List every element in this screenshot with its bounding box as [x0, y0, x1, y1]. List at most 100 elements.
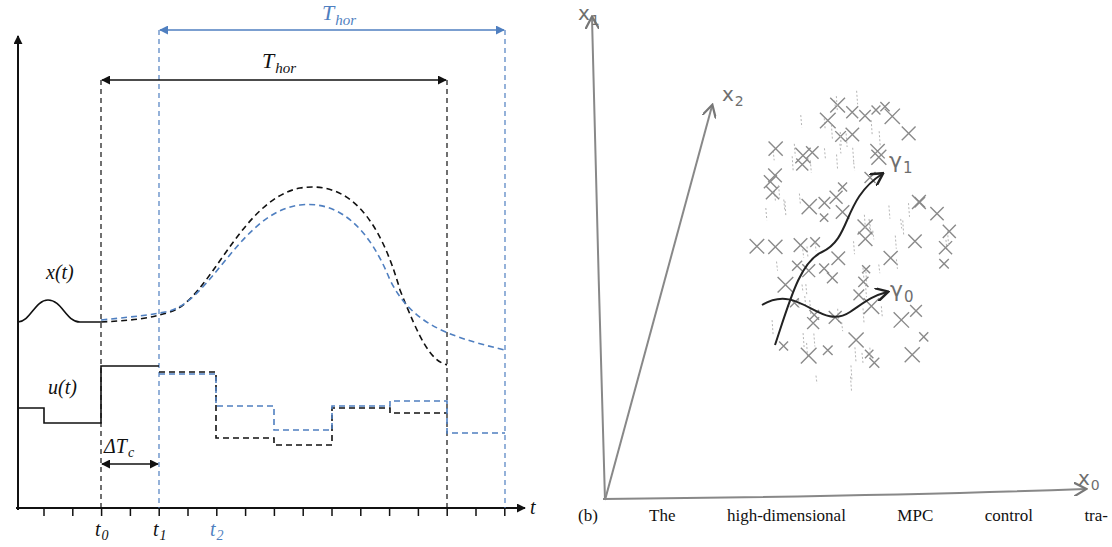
- sample-mark: [803, 333, 804, 347]
- sample-mark: [896, 259, 897, 269]
- sample-mark: [869, 219, 870, 233]
- sample-mark: [859, 110, 870, 121]
- sample-mark: [806, 146, 818, 158]
- sample-mark: [792, 261, 802, 271]
- sample-mark: [766, 186, 779, 199]
- axis-tick: [130, 508, 132, 516]
- sample-mark: [816, 376, 817, 384]
- sample-mark: [930, 207, 943, 220]
- trajectory-subscript: 1: [903, 161, 913, 176]
- sample-mark: [794, 144, 795, 156]
- sample-mark: [865, 350, 873, 358]
- sample-mark: [778, 277, 794, 293]
- axis-tick: [187, 508, 189, 516]
- sample-mark: [824, 148, 825, 159]
- sample-mark: [853, 290, 864, 301]
- sample-mark: [794, 238, 808, 252]
- sample-mark: [802, 285, 803, 293]
- axis-tick: [504, 508, 506, 516]
- sample-mark: [862, 353, 863, 363]
- time-subscript: 0: [102, 529, 109, 543]
- sample-mark: [836, 205, 849, 218]
- sample-mark: [885, 109, 900, 124]
- x2-axis: [605, 106, 712, 500]
- trajectory-label: γ: [890, 279, 903, 301]
- sample-mark: [870, 348, 871, 360]
- input-past: [18, 366, 159, 423]
- state-past: [18, 300, 101, 322]
- sample-mark: [901, 219, 902, 229]
- horizon-start-line: [100, 80, 101, 508]
- sample-mark: [943, 225, 956, 238]
- sample-mark: [766, 208, 767, 220]
- time-axis: [16, 507, 525, 509]
- sample-mark: [768, 240, 782, 254]
- sample-mark: [779, 185, 780, 198]
- shifted-horizon-end-line: [504, 30, 505, 508]
- sample-mark: [865, 172, 876, 183]
- sample-mark: [768, 169, 782, 183]
- sample-mark: [840, 132, 841, 146]
- axis-tick: [475, 508, 477, 516]
- axis-tick: [101, 508, 103, 516]
- sample-mark: [902, 126, 916, 140]
- sample-mark: [799, 194, 800, 205]
- sample-time-symbol: ΔT: [104, 436, 127, 456]
- axis-tick: [331, 508, 333, 516]
- horizon-end-line: [446, 80, 447, 508]
- sample-mark: [910, 305, 922, 317]
- state-prediction-shifted: [101, 204, 505, 350]
- horizon-symbol: T: [322, 2, 334, 24]
- y-axis: [17, 36, 19, 510]
- sample-mark: [870, 144, 884, 158]
- sample-mark: [819, 264, 829, 274]
- x0-axis: [603, 489, 1085, 499]
- sample-mark: [872, 106, 881, 115]
- sample-time-arrow: [102, 463, 158, 465]
- sample-mark: [864, 215, 865, 229]
- sample-mark: [792, 156, 793, 171]
- trajectory: [775, 174, 882, 345]
- sample-mark: [831, 251, 845, 265]
- sample-mark: [795, 148, 810, 163]
- sample-mark: [823, 345, 833, 355]
- sample-time-subscript: c: [128, 446, 134, 460]
- sample-mark: [871, 120, 872, 134]
- state-space-sketch: [592, 18, 1085, 500]
- time-label: t: [153, 519, 159, 539]
- time-subscript: 2: [217, 529, 224, 543]
- sample-mark: [863, 308, 864, 322]
- sample-mark: [858, 232, 872, 246]
- x1-axis: [592, 18, 605, 500]
- sample-mark: [865, 284, 866, 297]
- sample-mark: [909, 203, 910, 217]
- mpc-timing-chart: [16, 30, 525, 516]
- sample-mark: [807, 247, 808, 259]
- sample-mark: [807, 343, 808, 358]
- sample-mark: [919, 332, 928, 341]
- axis-tick: [302, 508, 304, 516]
- time-label: t: [210, 519, 216, 539]
- sample-mark: [764, 175, 777, 188]
- sample-mark: [838, 183, 847, 192]
- sample-mark: [810, 237, 820, 247]
- sample-mark: [853, 148, 854, 162]
- sample-mark: [849, 332, 864, 347]
- sample-mark: [854, 162, 855, 170]
- sample-mark: [810, 160, 811, 172]
- trajectory-label: γ: [889, 150, 902, 172]
- sample-mark: [939, 259, 949, 269]
- sample-mark: [836, 96, 837, 111]
- axis-label: x: [722, 84, 734, 104]
- sample-mark: [879, 265, 880, 274]
- input-prediction-shifted: [159, 374, 505, 433]
- horizon-subscript: hor: [335, 13, 356, 28]
- axis-tick: [360, 508, 362, 516]
- figure-caption: (b) The high-dimensional MPC control tra…: [578, 506, 1108, 526]
- sample-mark: [939, 241, 952, 254]
- axis-tick: [245, 508, 247, 516]
- horizon-arrow: [160, 29, 504, 31]
- input-label: u(t): [48, 377, 77, 397]
- sample-mark: [830, 191, 843, 204]
